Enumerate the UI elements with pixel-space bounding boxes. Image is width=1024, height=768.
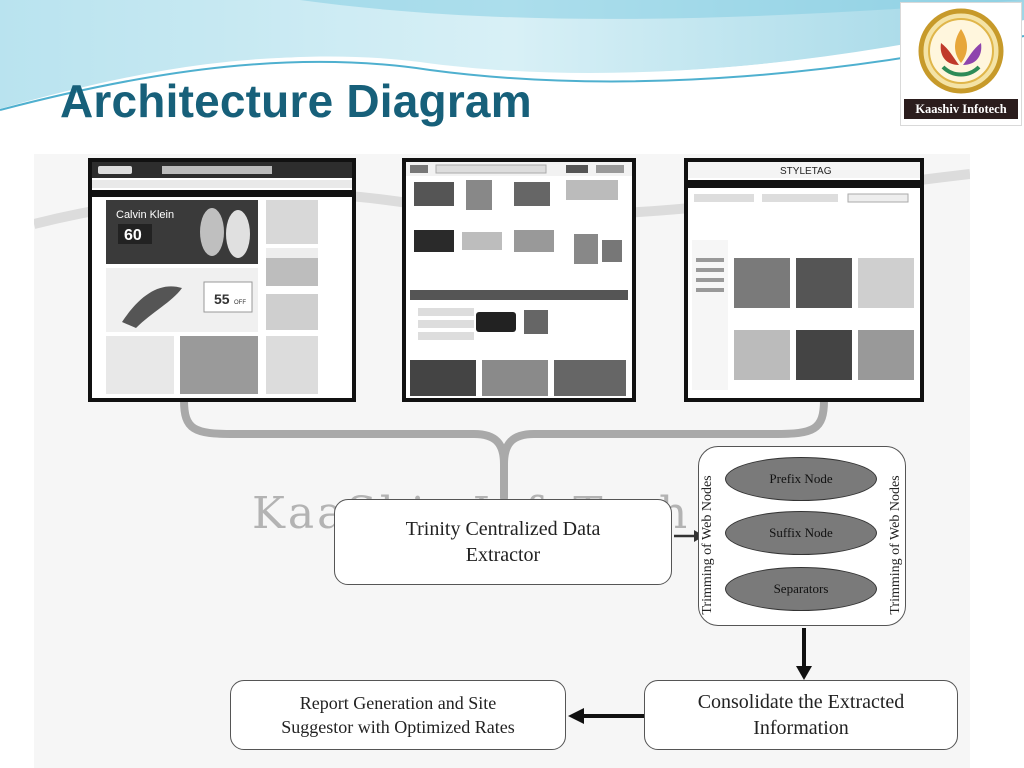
shot3-brand: STYLETAG — [780, 166, 832, 177]
website-screenshot-2 — [402, 158, 636, 402]
header-banner — [0, 0, 1024, 115]
trimming-label-right: Trimming of Web Nodes — [888, 475, 903, 615]
data-extractor-box: Trinity Centralized Data Extractor — [334, 499, 672, 585]
trimming-panel: Trimming of Web Nodes Trimming of Web No… — [698, 446, 906, 626]
shot1-offer-60: 60 — [124, 227, 142, 244]
report-generation-box: Report Generation and Site Suggestor wit… — [230, 680, 566, 750]
prefix-node: Prefix Node — [725, 457, 877, 501]
separators-node: Separators — [725, 567, 877, 611]
architecture-diagram: Calvin Klein 60 55 OFF — [34, 154, 970, 768]
slide-title: Architecture Diagram — [60, 75, 532, 127]
trimming-label-left: Trimming of Web Nodes — [700, 475, 715, 615]
website-screenshot-3: STYLETAG — [684, 158, 924, 402]
shot1-brand: Calvin Klein — [116, 209, 174, 221]
lotus-emblem-icon — [918, 8, 1004, 94]
shot1-offer-unit: OFF — [234, 300, 246, 306]
logo-brand-text: Kaashiv Infotech — [904, 99, 1018, 119]
company-logo: Kaashiv Infotech — [900, 2, 1022, 126]
consolidate-box: Consolidate the Extracted Information — [644, 680, 958, 750]
shot1-offer-55: 55 — [214, 291, 230, 307]
suffix-node: Suffix Node — [725, 511, 877, 555]
website-screenshot-1: Calvin Klein 60 55 OFF — [88, 158, 356, 402]
